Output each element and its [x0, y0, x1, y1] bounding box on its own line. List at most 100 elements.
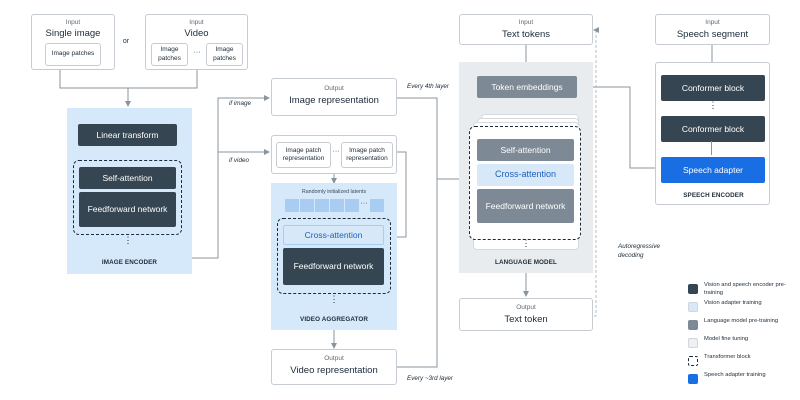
feedforward-block: Feedforward network [477, 189, 574, 223]
input-title: Video [184, 28, 209, 39]
output-video-representation: Output Video representation [271, 349, 397, 385]
linear-transform-block: Linear transform [78, 124, 177, 146]
transformer-block: Cross-attention Feedforward network [277, 218, 391, 294]
ellipsis: ··· [332, 148, 340, 155]
input-video: Input Video Image patches ··· Image patc… [145, 14, 248, 70]
conformer-block: Conformer block [661, 116, 765, 142]
latent-vector-row: ··· [285, 199, 385, 212]
output-title: Text token [504, 314, 548, 325]
legend-label: Speech adapter training [704, 372, 766, 378]
language-model: Token embeddings Self-attention Cross-at… [459, 62, 593, 273]
legend-label: Model fine tuning [704, 336, 749, 342]
input-caption: Input [65, 19, 81, 26]
ellipsis: ··· [193, 49, 201, 56]
feedforward-block: Feedforward network [283, 248, 384, 285]
video-aggregator: Randomly initialized latents ··· Cross-a… [271, 183, 397, 330]
latent-cell [345, 199, 359, 212]
input-text-tokens: Input Text tokens [459, 14, 593, 45]
legend-swatch [688, 320, 698, 330]
image-patches: Image patches [45, 43, 101, 66]
section-label: LANGUAGE MODEL [495, 259, 557, 266]
connector-line [711, 141, 712, 155]
latent-cell [370, 199, 384, 212]
if-image-label: if image [229, 100, 252, 107]
latent-cell [285, 199, 299, 212]
arrow-autoregressive-loop [593, 27, 599, 317]
input-single-image: Input Single image Image patches [31, 14, 115, 70]
speech-adapter-block: Speech adapter [661, 157, 765, 183]
input-title: Single image [45, 28, 101, 39]
transformer-block: Self-attention Cross-attention Feedforwa… [469, 126, 581, 240]
legend-swatch [688, 338, 698, 348]
feedforward-block: Feedforward network [79, 192, 176, 227]
legend-label: Vision and speech encoder pre-training [704, 282, 786, 296]
output-text-token: Output Text token [459, 298, 593, 331]
legend-swatch [688, 356, 698, 366]
latent-cell [300, 199, 314, 212]
input-caption: Input [705, 19, 720, 26]
self-attention-block: Self-attention [477, 139, 574, 161]
ellipsis: ··· [360, 200, 368, 207]
arrow-image-rep-to-lm [397, 97, 467, 182]
input-caption: Input [189, 19, 204, 26]
legend-item: Vision and speech encoder pre-training [688, 282, 800, 298]
image-patches: Image patches [206, 43, 243, 66]
vertical-ellipsis: ⋮ [521, 238, 531, 248]
if-video-label: if video [229, 157, 249, 164]
output-image-representation: Output Image representation [271, 78, 397, 116]
input-title: Text tokens [501, 29, 551, 40]
arrow-video-to-encoder [125, 70, 198, 107]
transformer-block: Self-attention Feedforward network [73, 160, 182, 235]
legend-label: Language model pre-training [704, 318, 779, 324]
output-title: Image representation [289, 95, 379, 106]
output-caption: Output [324, 85, 344, 92]
latents-label: Randomly initialized latents [301, 189, 367, 195]
legend-item: Speech adapter training [688, 372, 800, 388]
legend-swatch [688, 302, 698, 312]
image-patch-representation: Image patch representation [276, 142, 331, 168]
every-3rd-layer-label: Every ~3rd layer [407, 375, 454, 382]
conformer-block: Conformer block [661, 75, 765, 101]
every-4th-layer-label: Every 4th layer [407, 83, 449, 90]
arrow-video-rep-to-lm [397, 179, 438, 368]
image-encoder: Linear transform Self-attention Feedforw… [67, 108, 192, 274]
legend-swatch [688, 374, 698, 384]
vertical-ellipsis: ⋮ [708, 100, 718, 110]
image-patches: Image patches [151, 43, 188, 66]
output-caption: Output [324, 355, 344, 362]
image-patch-representation: Image patch representation [341, 142, 393, 168]
arrow-single-image-to-encoder [59, 70, 128, 89]
legend-label: Transformer block [704, 354, 751, 360]
vertical-ellipsis: ⋮ [123, 235, 133, 245]
speech-encoder: Conformer block ⋮ Conformer block Speech… [655, 62, 770, 205]
legend-item: Language model pre-training [688, 318, 800, 334]
arrow-speech-to-embeddings [576, 84, 656, 169]
cross-attention-block: Cross-attention [283, 225, 384, 245]
legend-item: Transformer block [688, 354, 800, 370]
legend-item: Model fine tuning [688, 336, 800, 352]
section-label: IMAGE ENCODER [101, 259, 158, 266]
arrow-encoder-out [192, 95, 270, 259]
token-embeddings-block: Token embeddings [477, 76, 577, 98]
legend-label: Vision adapter training [704, 300, 762, 306]
section-label: VIDEO AGGREGATOR [300, 316, 368, 323]
cross-attention-block: Cross-attention [477, 164, 574, 186]
output-caption: Output [516, 304, 536, 311]
input-caption: Input [518, 19, 534, 26]
latent-cell [315, 199, 329, 212]
input-title: Speech segment [676, 29, 749, 40]
section-label: SPEECH ENCODER [683, 192, 744, 199]
image-patch-representations: Image patch representation ··· Image pat… [271, 135, 397, 174]
latent-cell [330, 199, 344, 212]
legend-item: Vision adapter training [688, 300, 800, 316]
self-attention-block: Self-attention [79, 167, 176, 189]
or-label: or [122, 38, 130, 45]
output-title: Video representation [290, 365, 378, 376]
input-speech-segment: Input Speech segment [655, 14, 770, 45]
autoregressive-label: Autoregressive decoding [618, 243, 660, 259]
legend-swatch [688, 284, 698, 294]
vertical-ellipsis: ⋮ [329, 294, 339, 304]
